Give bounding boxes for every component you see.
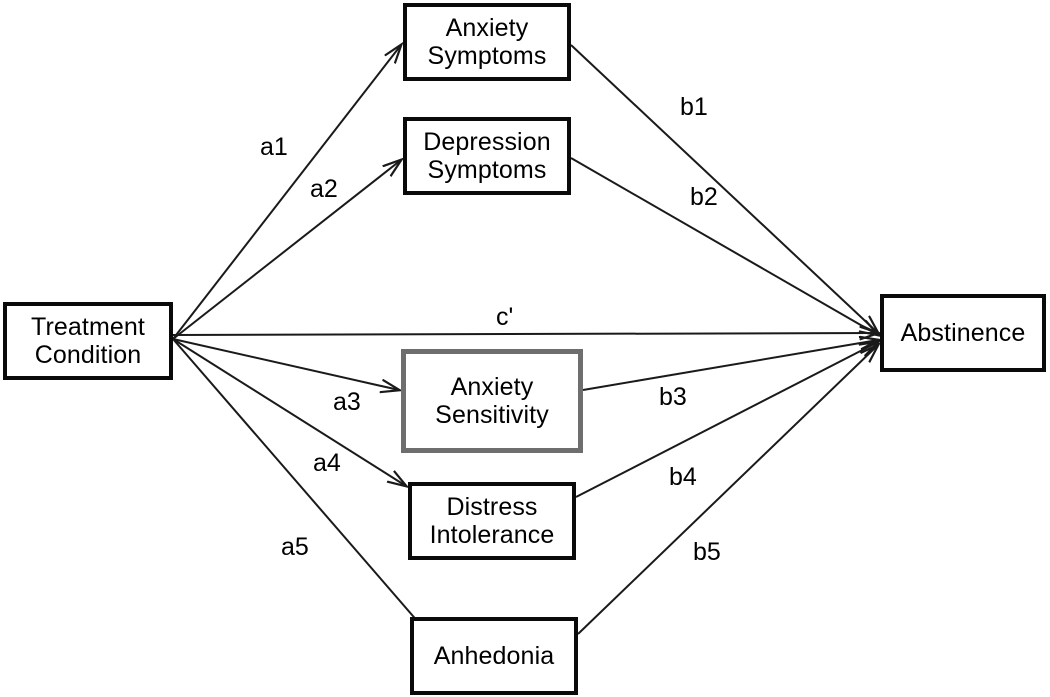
path-label-a3: a3 [333,388,361,416]
path-label-b5: b5 [693,538,721,566]
node-label-treatment-condition: Treatment Condition [31,313,145,369]
path-label-a2: a2 [310,175,338,203]
node-label-depression-symptoms: Depression Symptoms [423,128,551,184]
edge-a4 [172,338,406,486]
node-label-distress-intolerance: Distress Intolerance [429,493,555,549]
edge-a1 [172,45,401,340]
node-label-anxiety-sensitivity: Anxiety Sensitivity [435,373,549,429]
node-treatment-condition[interactable]: Treatment Condition [3,302,173,380]
node-distress-intolerance[interactable]: Distress Intolerance [408,482,576,560]
path-label-a1: a1 [260,133,288,161]
node-label-abstinence: Abstinence [900,319,1026,347]
edge-c-prime [172,333,878,335]
edge-a2 [172,160,401,340]
edge-a5 [172,338,432,638]
edge-b4 [575,342,878,498]
edge-b5 [577,345,878,635]
edge-b2 [570,157,878,335]
path-label-c-prime: c' [496,303,514,331]
path-label-b3: b3 [659,383,687,411]
path-label-b1: b1 [680,93,708,121]
edge-lines [172,44,878,638]
node-anxiety-sensitivity[interactable]: Anxiety Sensitivity [401,349,583,453]
node-anhedonia[interactable]: Anhedonia [410,617,578,695]
node-anxiety-symptoms[interactable]: Anxiety Symptoms [403,3,571,81]
edge-b1 [570,44,878,333]
node-depression-symptoms[interactable]: Depression Symptoms [403,117,571,195]
node-label-anhedonia: Anhedonia [433,642,555,670]
node-label-anxiety-symptoms: Anxiety Symptoms [427,14,547,70]
edge-b3 [582,340,878,391]
path-label-b2: b2 [690,183,718,211]
edge-a3 [172,338,399,390]
node-abstinence[interactable]: Abstinence [880,294,1046,372]
path-label-a4: a4 [313,449,341,477]
path-label-b4: b4 [669,463,697,491]
path-label-a5: a5 [281,533,309,561]
